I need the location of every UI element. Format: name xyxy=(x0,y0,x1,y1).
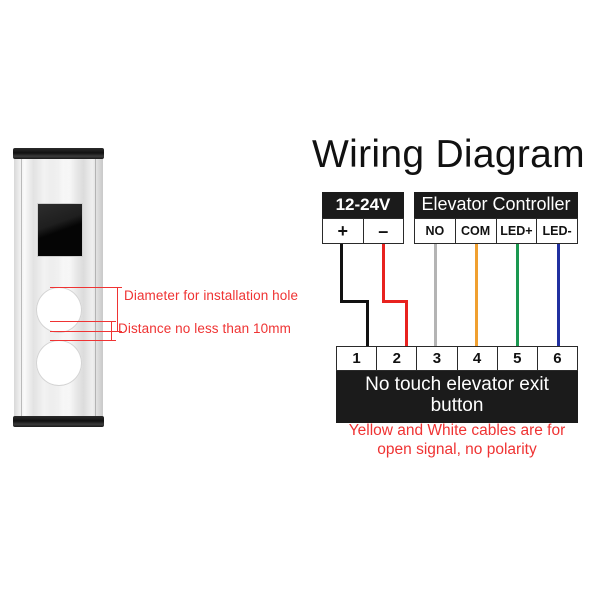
elevator-controller-block: Elevator Controller NO COM LED+ LED- xyxy=(414,192,578,244)
diameter-leader-bottom xyxy=(50,331,118,332)
wire-black-segment-vertical-top xyxy=(340,244,343,302)
wire-green xyxy=(516,244,519,347)
cable-polarity-note: Yellow and White cables are for open sig… xyxy=(348,422,566,459)
distance-leader-top xyxy=(50,321,112,322)
wire-black-segment-horizontal xyxy=(340,300,369,303)
terminal-no[interactable]: NO xyxy=(414,218,456,244)
page-title: Wiring Diagram xyxy=(312,133,585,176)
diameter-tick-bottom xyxy=(113,331,122,332)
device-block-footer: No touch elevator exit button xyxy=(336,371,578,423)
terminal-6[interactable]: 6 xyxy=(537,346,579,371)
terminal-3[interactable]: 3 xyxy=(417,346,458,371)
diameter-tick-top xyxy=(113,287,122,288)
device-terminal-row: 1 2 3 4 5 6 xyxy=(336,346,579,371)
controller-block-header: Elevator Controller xyxy=(414,192,578,218)
annotation-diameter-label: Diameter for installation hole xyxy=(124,288,299,303)
panel-cap-bottom xyxy=(13,416,104,427)
sensor-window xyxy=(37,203,83,257)
wire-orange xyxy=(475,244,478,347)
mounting-hole-lower xyxy=(36,340,82,386)
wire-gray xyxy=(434,244,437,347)
annotation-distance-label: Distance no less than 10mm xyxy=(118,321,291,336)
terminal-power-negative[interactable]: – xyxy=(363,218,404,244)
power-supply-block: 12-24V + – xyxy=(322,192,404,244)
diameter-extension-line xyxy=(117,287,118,332)
panel-edge-left xyxy=(21,156,22,419)
wire-red-segment-vertical-bottom xyxy=(405,300,408,347)
terminal-2[interactable]: 2 xyxy=(377,346,418,371)
terminal-5[interactable]: 5 xyxy=(497,346,538,371)
wire-black-segment-vertical-bottom xyxy=(366,300,369,347)
panel-cap-top xyxy=(13,148,104,159)
terminal-led-plus[interactable]: LED+ xyxy=(496,218,538,244)
terminal-power-positive[interactable]: + xyxy=(322,218,364,244)
wire-red-segment-vertical-top xyxy=(382,244,385,302)
mounting-hole-upper xyxy=(36,287,82,333)
controller-terminal-row: NO COM LED+ LED- xyxy=(414,218,578,244)
terminal-com[interactable]: COM xyxy=(455,218,497,244)
exit-button-terminal-block: 1 2 3 4 5 6 No touch elevator exit butto… xyxy=(336,346,579,423)
terminal-1[interactable]: 1 xyxy=(336,346,378,371)
terminal-4[interactable]: 4 xyxy=(457,346,498,371)
power-block-header: 12-24V xyxy=(322,192,404,218)
distance-tick-top xyxy=(107,321,116,322)
wire-red-segment-horizontal xyxy=(382,300,408,303)
diameter-leader-top xyxy=(50,287,118,288)
wire-blue xyxy=(557,244,560,347)
terminal-led-minus[interactable]: LED- xyxy=(537,218,578,244)
sensor-gloss xyxy=(38,204,82,256)
distance-leader-bottom xyxy=(50,340,112,341)
distance-extension-line xyxy=(111,321,112,341)
power-terminal-row: + – xyxy=(322,218,404,244)
distance-tick-bottom xyxy=(107,340,116,341)
